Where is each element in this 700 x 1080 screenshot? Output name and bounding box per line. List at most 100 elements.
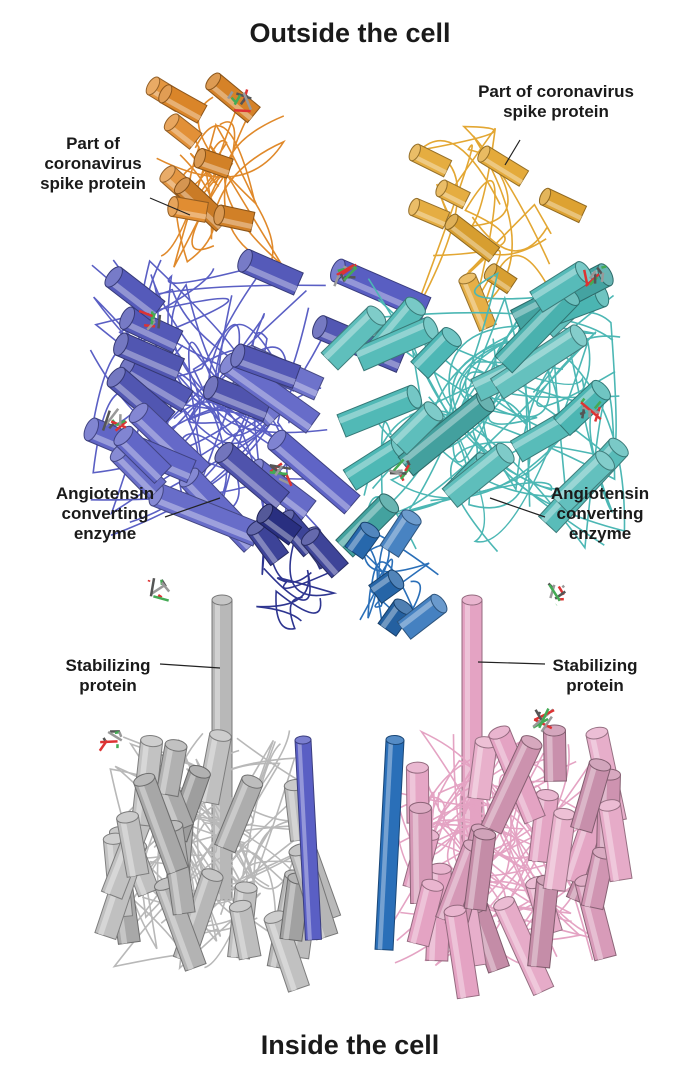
stab-left-helix	[155, 739, 188, 798]
spike-left-helix	[205, 72, 261, 124]
spike-right-loop	[466, 135, 556, 308]
glycan-bond	[561, 584, 566, 589]
glycan-bond	[333, 274, 340, 287]
glycan-bond	[138, 309, 154, 318]
label-leader-line	[149, 197, 191, 216]
center-left-loop	[276, 526, 338, 597]
glycan-bond	[149, 577, 156, 597]
glycan-bond	[336, 264, 355, 277]
label-line: Angiotensin	[550, 484, 650, 503]
stab-left-helix	[116, 811, 150, 878]
label-leader-line	[477, 661, 546, 665]
glycan-bond	[107, 730, 123, 742]
glycan-bond	[588, 270, 597, 280]
stab-right-helix	[406, 878, 445, 948]
label-line: protein	[566, 676, 624, 695]
glycan-bond	[343, 266, 358, 282]
center-right-helix	[344, 521, 381, 560]
label-line: enzyme	[568, 524, 632, 543]
spike-left-helix	[213, 204, 256, 233]
label-leader-line	[504, 139, 521, 166]
glycan-bond	[233, 94, 242, 106]
stab-right-helix	[463, 828, 497, 912]
label-line: converting	[556, 504, 644, 523]
label-line: Angiotensin	[55, 484, 155, 503]
ace-right-loop	[448, 325, 600, 490]
glycan-bond	[406, 460, 411, 466]
ace-right-helix	[342, 437, 409, 491]
spike-right-helix	[435, 179, 471, 210]
glycan-bond	[152, 318, 156, 322]
glycan-bond	[150, 312, 156, 325]
glycan-bond	[227, 90, 234, 100]
ace-left-helix	[119, 306, 184, 354]
label-line: coronavirus	[44, 154, 142, 173]
label-line: Stabilizing	[552, 656, 638, 675]
center-right-helix	[396, 593, 448, 640]
spike-left-loop	[194, 104, 274, 266]
glycan-bond	[153, 595, 170, 602]
spike-left-helix	[163, 113, 203, 150]
glycan-bond	[278, 477, 292, 486]
stab-right-helix	[467, 736, 498, 801]
glycan-bond	[118, 731, 123, 738]
glycan-bond	[538, 708, 550, 729]
label-line: spike protein	[503, 102, 609, 121]
stab-right-helix	[542, 807, 577, 892]
label-line: enzyme	[73, 524, 137, 543]
glycan-bond	[102, 737, 107, 742]
glycan-bond	[150, 584, 165, 596]
ace-right-helix	[320, 305, 387, 371]
spike-left-helix	[167, 196, 209, 223]
ace-left-helix	[214, 442, 291, 512]
label-ace-left: Angiotensin converting enzyme	[40, 484, 170, 544]
ace-left-loop	[91, 264, 328, 501]
label-line: Part of coronavirus	[478, 82, 634, 101]
ace-right-loop	[364, 271, 606, 550]
label-line: Stabilizing	[65, 656, 151, 675]
ace-left-helix	[113, 425, 173, 484]
title-inside-cell: Inside the cell	[260, 1030, 440, 1060]
glycan-bond	[274, 465, 284, 477]
spike-right-loop	[417, 125, 551, 265]
glycan-bond	[392, 458, 405, 473]
ace-right-helix	[336, 384, 422, 438]
glycan-bond	[594, 406, 602, 422]
spike-left-loop	[209, 115, 285, 265]
center-left-loop	[275, 589, 322, 630]
glycan-bond	[269, 462, 283, 473]
stab-left-helix	[133, 772, 189, 876]
label-line: protein	[79, 676, 137, 695]
glycan-bond	[600, 272, 605, 283]
stab-right-helix	[570, 758, 612, 834]
ace-right-helix	[353, 316, 439, 372]
glycan-bond	[593, 400, 602, 410]
stab-left-helix	[154, 877, 207, 972]
label-spike-right: Part of coronavirus spike protein	[456, 82, 656, 122]
ace-right-loop	[450, 335, 621, 553]
spike-left-loop	[156, 124, 286, 240]
glycan-bond	[157, 594, 163, 599]
glycan-bond	[269, 471, 288, 476]
spike-right-helix	[483, 263, 518, 295]
glycan-bond	[104, 407, 120, 426]
label-line: Part of	[66, 134, 120, 153]
glycan-bond	[579, 410, 586, 416]
glycan-bond	[160, 581, 171, 593]
ace-right-helix	[397, 391, 495, 477]
ace-right-helix	[552, 379, 611, 437]
ace-left-helix	[230, 343, 302, 389]
glycan-bond	[242, 92, 253, 111]
center-right-loop	[359, 535, 391, 621]
ace-left-helix	[267, 429, 361, 515]
title-outside-cell: Outside the cell	[249, 18, 451, 48]
center-left-helix	[256, 503, 303, 546]
label-stabilizing-right: Stabilizing protein	[535, 656, 655, 696]
ace-right-helix	[550, 450, 615, 514]
ace-left-helix	[104, 266, 166, 322]
stab-right-helix	[542, 724, 567, 782]
glycan-bond	[533, 718, 553, 730]
spike-right-helix	[477, 145, 530, 187]
ace-right-helix	[494, 286, 580, 374]
spike-right-helix	[444, 213, 501, 263]
